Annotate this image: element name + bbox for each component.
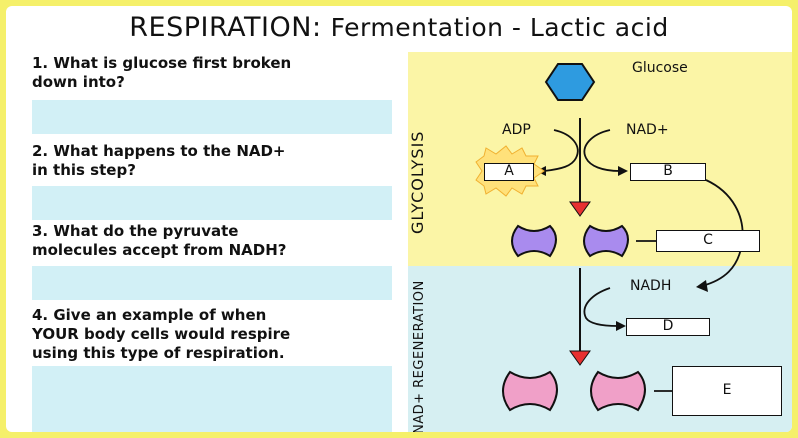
question-4: 4. Give an example of when YOUR body cel… bbox=[32, 306, 291, 362]
nadh-curve bbox=[583, 287, 619, 327]
title-main: RESPIRATION: bbox=[129, 12, 322, 43]
regen-arrowhead bbox=[569, 350, 591, 366]
nad-plus-label: NAD+ bbox=[626, 122, 669, 138]
answer-field-3[interactable] bbox=[32, 266, 392, 300]
box-b[interactable]: B bbox=[630, 163, 706, 181]
page-title: RESPIRATION: Fermentation - Lactic acid bbox=[6, 12, 792, 43]
box-e[interactable]: E bbox=[672, 366, 782, 416]
worksheet-card: RESPIRATION: Fermentation - Lactic acid … bbox=[6, 6, 792, 432]
nad-curve bbox=[583, 129, 621, 172]
question-3: 3. What do the pyruvate molecules accept… bbox=[32, 222, 287, 259]
adp-curve bbox=[543, 129, 579, 172]
title-sub: Fermentation - Lactic acid bbox=[330, 13, 669, 42]
glycolysis-arrowhead bbox=[569, 201, 591, 217]
lactate-shape-left bbox=[502, 370, 558, 412]
box-c[interactable]: C bbox=[656, 230, 760, 252]
glucose-hexagon bbox=[544, 63, 596, 101]
question-2: 2. What happens to the NAD+ in this step… bbox=[32, 142, 286, 179]
box-d[interactable]: D bbox=[626, 318, 710, 336]
lactate-shape-right bbox=[590, 370, 646, 412]
box-a[interactable]: A bbox=[484, 163, 534, 181]
c-nadh-arrowhead bbox=[696, 280, 708, 292]
pyruvate-shape-left bbox=[511, 224, 557, 258]
nadh-label: NADH bbox=[630, 278, 672, 294]
answer-field-2[interactable] bbox=[32, 186, 392, 220]
glucose-label: Glucose bbox=[632, 60, 688, 76]
diagram-graphics bbox=[475, 63, 744, 412]
answer-field-1[interactable] bbox=[32, 100, 392, 134]
nadh-arrowhead bbox=[616, 321, 626, 331]
nad-arrowhead bbox=[618, 166, 628, 176]
adp-label: ADP bbox=[502, 122, 531, 138]
pyruvate-shape-right bbox=[583, 224, 629, 258]
question-1: 1. What is glucose first broken down int… bbox=[32, 54, 292, 91]
answer-field-4[interactable] bbox=[32, 366, 392, 432]
